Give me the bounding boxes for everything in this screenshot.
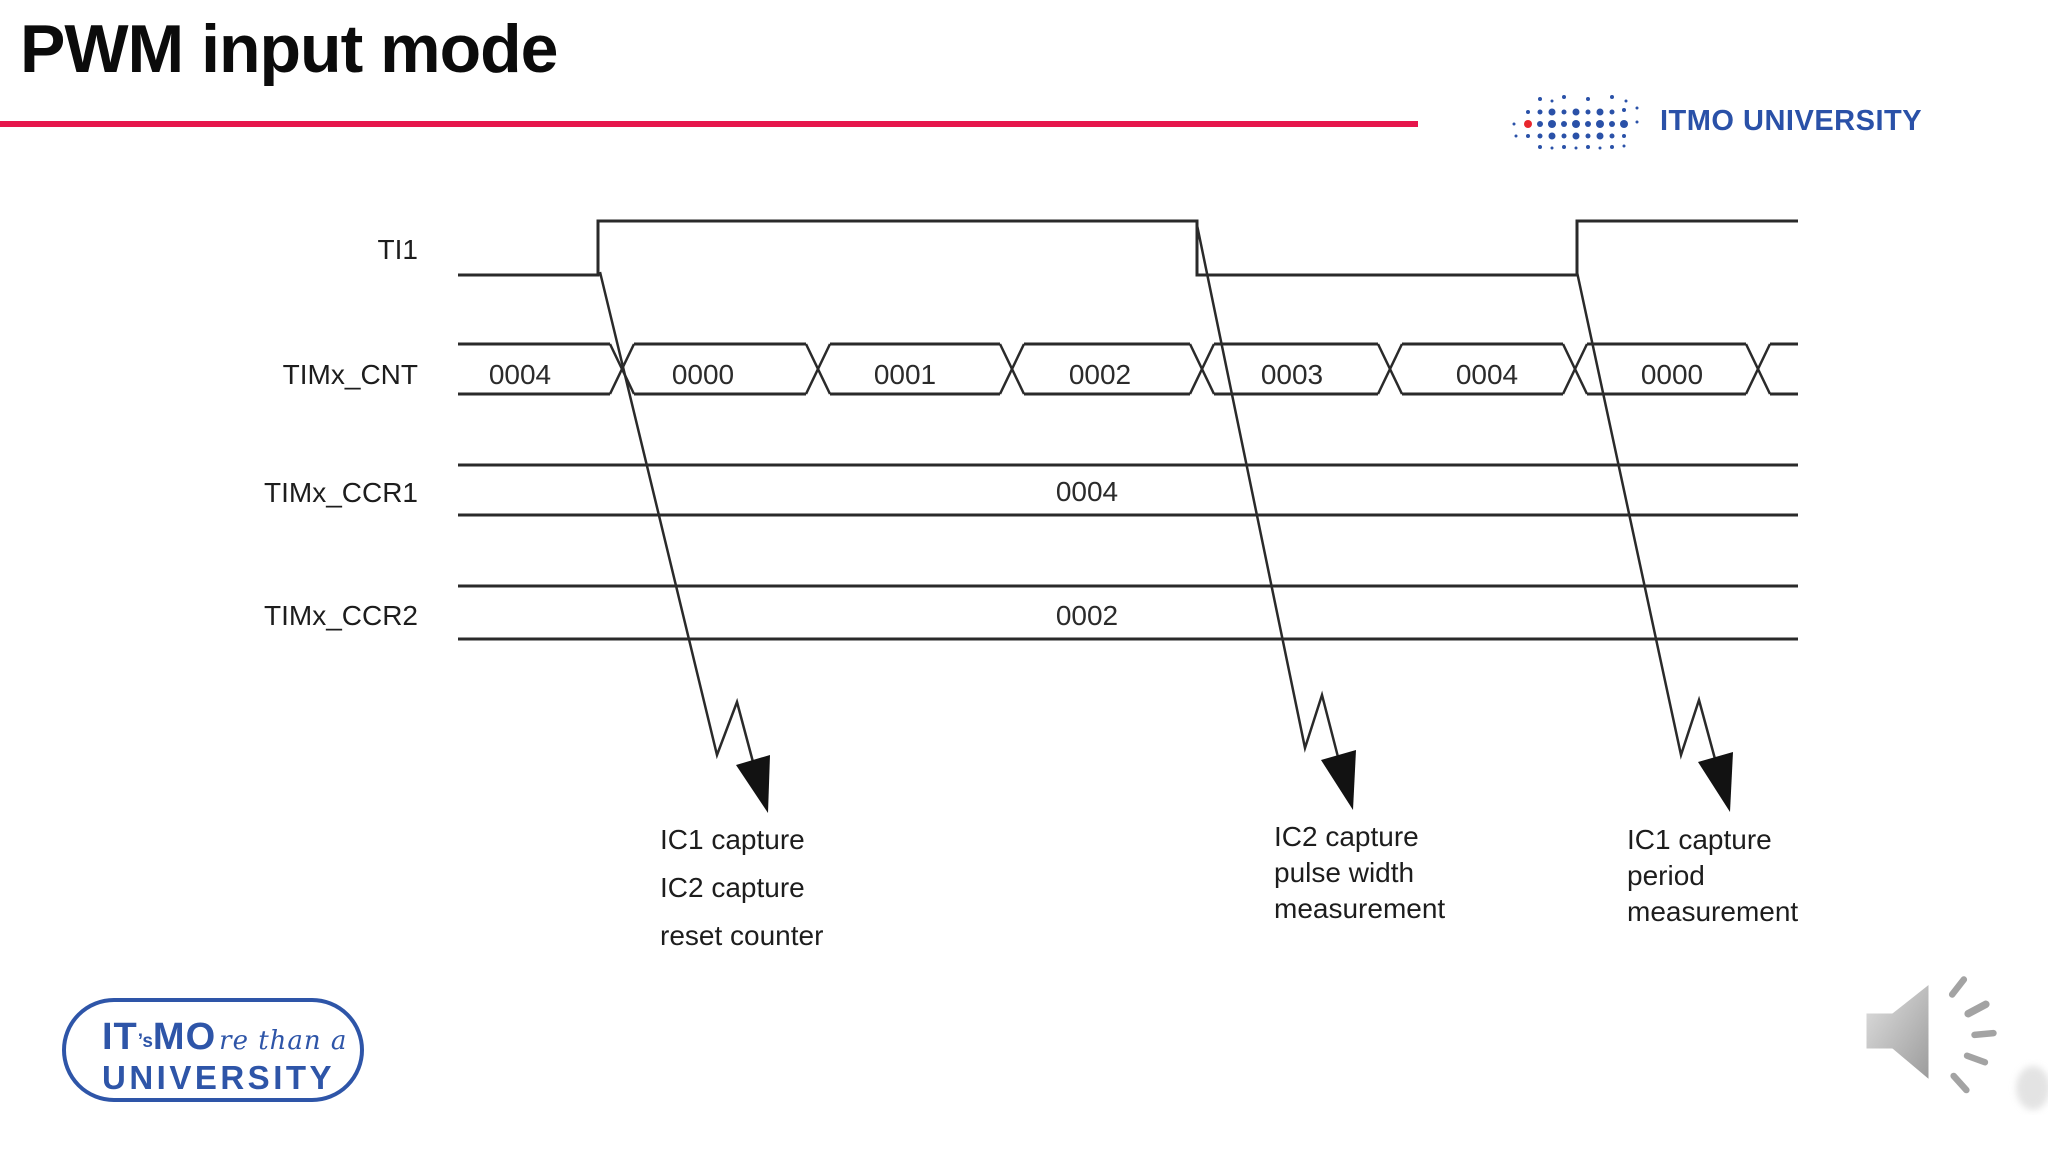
annotation-line: pulse width [1274, 857, 1415, 888]
annotation-line: period [1627, 860, 1705, 891]
ccr1-value: 0004 [1055, 476, 1119, 507]
annotation-line: IC2 capture [1274, 821, 1419, 852]
bus-value: 0000 [1640, 359, 1704, 390]
annotation-line: measurement [1274, 893, 1446, 924]
itmo-dots-icon [1512, 95, 1639, 150]
title-underline [0, 121, 1418, 127]
annotation-line: IC2 capture [660, 872, 805, 903]
logo-university: UNIVERSITY [102, 1059, 336, 1096]
signal-label-ti1: TI1 [377, 234, 418, 265]
annotation-capture-reset: IC1 capture IC2 capture reset counter [660, 816, 823, 960]
page-title: PWM input mode [20, 11, 558, 87]
bus-value: 0003 [1260, 359, 1324, 390]
logo-it: IT [102, 1016, 138, 1058]
annotation-period: IC1 capture period measurement [1627, 822, 1798, 930]
bus-value: 0001 [873, 359, 937, 390]
annotation-line: IC1 capture [660, 824, 805, 855]
logo-top-line: IT ’s MO re than a [102, 1016, 360, 1059]
itmo-more-than-university-logo: IT ’s MO re than a UNIVERSITY [62, 998, 364, 1102]
annotation-line: IC1 capture [1627, 824, 1772, 855]
ccr2-value: 0002 [1055, 600, 1119, 631]
bus-value: 0004 [1455, 359, 1519, 390]
annotation-pulse-width: IC2 capture pulse width measurement [1274, 819, 1445, 927]
logo-script: re than a [219, 1026, 348, 1056]
annotation-line: reset counter [660, 920, 824, 951]
logo-mo: MO [152, 1016, 217, 1058]
annotation-line: measurement [1627, 896, 1799, 927]
bus-value: 0004 [488, 359, 552, 390]
itmo-university-logo: ITMO UNIVERSITY [1506, 86, 1922, 156]
logo-apostrophe-s: ’s [137, 1031, 153, 1052]
signal-label-timx-cnt: TIMx_CNT [282, 359, 418, 390]
itmo-university-label: ITMO UNIVERSITY [1660, 104, 1923, 137]
signal-label-timx-ccr2: TIMx_CCR2 [263, 600, 418, 631]
bus-value: 0000 [671, 359, 735, 390]
speaker-icon[interactable] [1850, 955, 2048, 1115]
bus-value: 0002 [1068, 359, 1132, 390]
signal-label-timx-ccr1: TIMx_CCR1 [263, 477, 418, 508]
